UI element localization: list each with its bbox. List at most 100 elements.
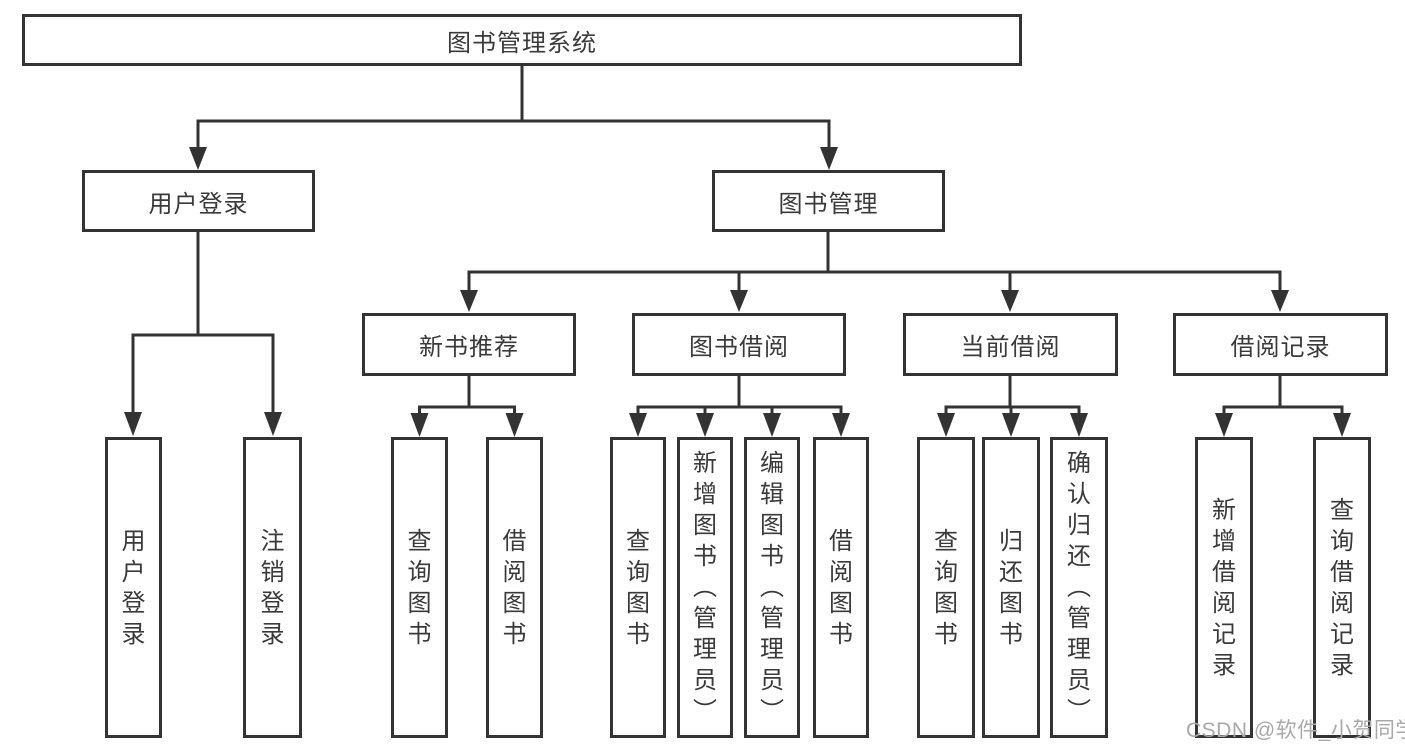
- vertical-char: 查: [1330, 496, 1354, 524]
- vertical-char: 记: [1330, 620, 1354, 648]
- vertical-char: 借: [502, 527, 527, 555]
- vertical-char: 书: [999, 620, 1023, 648]
- vertical-char: 书: [407, 620, 432, 648]
- vertical-char: 书: [693, 543, 717, 570]
- node-borrow-records: 借阅记录: [1173, 313, 1388, 376]
- vertical-char: 登: [121, 589, 146, 617]
- vertical-char: 增: [1212, 527, 1236, 555]
- leaf-query-books-borrow: 查询图书: [610, 437, 666, 738]
- vertical-char: 归: [999, 527, 1023, 555]
- vertical-char: 记: [1212, 620, 1236, 648]
- vertical-char: ︵: [1067, 574, 1091, 601]
- connector-new-book-recommend: [410, 376, 524, 437]
- leaf-add-borrow-record: 新增借阅记录: [1195, 437, 1253, 738]
- vertical-char: 认: [1067, 481, 1091, 508]
- vertical-char: 辑: [760, 481, 784, 508]
- vertical-char: 用: [121, 527, 146, 555]
- vertical-char: 还: [999, 558, 1023, 586]
- leaf-query-books-recommend: 查询图书: [391, 437, 448, 738]
- vertical-char: 图: [626, 589, 650, 617]
- connector-root: [189, 66, 838, 170]
- node-new-book-recommend: 新书推荐: [362, 313, 576, 376]
- vertical-char: ︶: [1067, 698, 1091, 725]
- vertical-char: 录: [1212, 651, 1236, 679]
- node-user-login-label: 用户登录: [148, 190, 249, 218]
- vertical-char: 归: [1067, 512, 1091, 539]
- vertical-char: 询: [1330, 527, 1354, 555]
- vertical-char: 书: [829, 620, 853, 648]
- leaf-confirm-return-admin: 确认归还 ︵ 管理员 ︶: [1050, 437, 1108, 738]
- vertical-char: 登: [260, 589, 285, 617]
- vertical-char: 理: [693, 636, 717, 663]
- vertical-char: 录: [260, 620, 285, 648]
- vertical-char: 销: [260, 558, 285, 586]
- vertical-char: 员: [693, 667, 717, 694]
- vertical-char: 询: [934, 558, 958, 586]
- vertical-char: 书: [934, 620, 958, 648]
- vertical-char: 阅: [1212, 589, 1236, 617]
- vertical-char: 图: [829, 589, 853, 617]
- node-current-borrow: 当前借阅: [903, 313, 1118, 376]
- vertical-char: 借: [829, 527, 853, 555]
- leaf-edit-book-admin: 编辑图书 ︵ 管理员 ︶: [744, 437, 800, 738]
- vertical-char: 阅: [1330, 589, 1354, 617]
- node-book-management-label: 图书管理: [778, 190, 879, 218]
- leaf-query-books-current: 查询图书: [917, 437, 975, 738]
- vertical-char: 借: [1212, 558, 1236, 586]
- vertical-char: 管: [693, 605, 717, 632]
- vertical-char: ︶: [693, 698, 717, 725]
- vertical-char: 书: [626, 620, 650, 648]
- leaf-logout: 注销登录: [243, 437, 302, 738]
- vertical-char: ︵: [693, 574, 717, 601]
- vertical-char: 还: [1067, 543, 1091, 570]
- vertical-char: 阅: [502, 558, 527, 586]
- vertical-char: 确: [1067, 450, 1091, 477]
- vertical-char: 管: [1067, 605, 1091, 632]
- vertical-char: 图: [502, 589, 527, 617]
- leaf-query-borrow-record: 查询借阅记录: [1313, 437, 1371, 738]
- vertical-char: 录: [1330, 651, 1354, 679]
- vertical-char: 员: [1067, 667, 1091, 694]
- vertical-char: 注: [260, 527, 285, 555]
- vertical-char: 图: [760, 512, 784, 539]
- vertical-char: 图: [407, 589, 432, 617]
- vertical-char: 查: [626, 527, 650, 555]
- vertical-char: 查: [407, 527, 432, 555]
- vertical-char: 书: [760, 543, 784, 570]
- vertical-char: 管: [760, 605, 784, 632]
- vertical-char: 询: [626, 558, 650, 586]
- connector-current-borrow: [937, 376, 1088, 437]
- vertical-char: 新: [693, 450, 717, 477]
- node-root: 图书管理系统: [22, 14, 1022, 66]
- node-root-label: 图书管理系统: [447, 29, 597, 57]
- vertical-char: 增: [693, 481, 717, 508]
- vertical-char: 图: [693, 512, 717, 539]
- vertical-char: 理: [1067, 636, 1091, 663]
- vertical-char: 询: [407, 558, 432, 586]
- vertical-char: 理: [760, 636, 784, 663]
- node-new-book-recommend-label: 新书推荐: [419, 334, 519, 361]
- leaf-return-book: 归还图书: [982, 437, 1040, 738]
- vertical-char: 图: [999, 589, 1023, 617]
- leaf-user-login: 用户登录: [105, 437, 162, 738]
- vertical-char: 录: [121, 620, 146, 648]
- vertical-char: 编: [760, 450, 784, 477]
- vertical-char: 员: [760, 667, 784, 694]
- node-book-management: 图书管理: [712, 170, 945, 232]
- vertical-char: 阅: [829, 558, 853, 586]
- leaf-add-book-admin: 新增图书 ︵ 管理员 ︶: [677, 437, 733, 738]
- leaf-borrow-books-recommend: 借阅图书: [486, 437, 543, 738]
- vertical-char: ︵: [760, 574, 784, 601]
- vertical-char: 书: [502, 620, 527, 648]
- vertical-char: 查: [934, 527, 958, 555]
- connector-borrow-records: [1215, 376, 1351, 437]
- connector-book-management: [460, 232, 1289, 312]
- vertical-char: 户: [121, 558, 146, 586]
- connector-user-login: [124, 232, 282, 436]
- leaf-borrow-books-borrow: 借阅图书: [813, 437, 869, 738]
- vertical-char: 图: [934, 589, 958, 617]
- vertical-char: ︶: [760, 698, 784, 725]
- vertical-char: 借: [1330, 558, 1354, 586]
